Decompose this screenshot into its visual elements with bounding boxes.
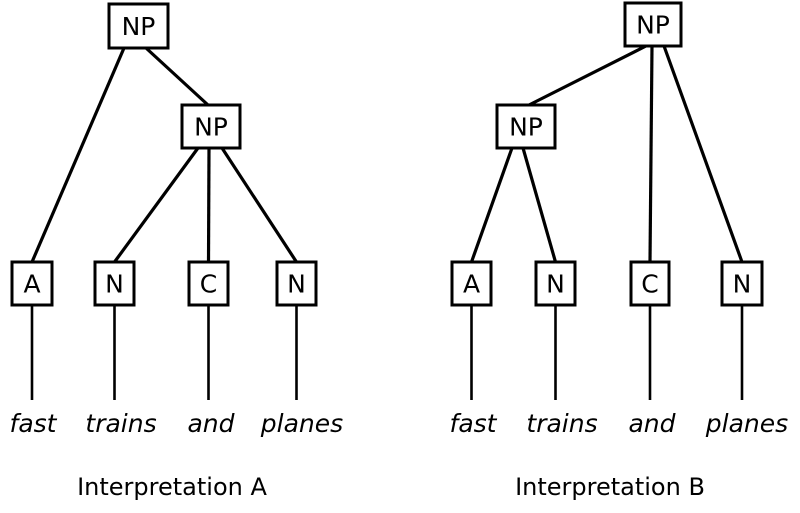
word-and-a: and (187, 409, 234, 438)
node-box (534, 260, 577, 307)
word-fast-a: fast (10, 409, 58, 438)
node-n-1-n[interactable]: N (534, 260, 577, 307)
node-label: N (733, 270, 752, 299)
node-box (623, 1, 683, 48)
node-n-2-n[interactable]: N (720, 260, 764, 307)
node-a-1-a[interactable]: A (10, 260, 54, 307)
node-label: C (641, 270, 658, 299)
word-and-b: and (628, 409, 675, 438)
tree-edges (30, 46, 298, 263)
leaf-stems (30, 305, 298, 400)
tree-nodes: NP NP A N C N (10, 2, 318, 307)
edge-np-root-to-np-inner (144, 46, 210, 107)
node-n-2-n[interactable]: N (275, 260, 318, 307)
node-np-root-np[interactable]: NP (107, 2, 170, 50)
node-box (10, 260, 54, 307)
edge-np-inner-to-n-2 (220, 147, 298, 263)
node-np-inner-np[interactable]: NP (180, 103, 242, 150)
node-n-1-n[interactable]: N (93, 260, 136, 307)
edge-np-inner-to-a-1 (469, 147, 514, 263)
node-label: A (463, 270, 480, 299)
node-label: A (23, 270, 40, 299)
word-labels: fast trains and planes (10, 409, 344, 438)
word-trains-a: trains (85, 409, 156, 438)
node-label: C (200, 270, 217, 299)
node-np-root-np[interactable]: NP (623, 1, 683, 48)
node-label: NP (122, 12, 156, 41)
node-label: NP (636, 11, 670, 40)
edge-np-inner-to-c-1 (206, 147, 211, 263)
word-planes-a: planes (260, 409, 343, 438)
tree-edges (469, 44, 744, 263)
node-box (187, 260, 230, 307)
node-label: N (105, 270, 124, 299)
node-box (495, 103, 557, 150)
node-c-1-c[interactable]: C (629, 260, 671, 307)
node-box (450, 260, 493, 307)
caption-interpretation-a: Interpretation A (77, 473, 267, 501)
edge-np-inner-to-n-1 (521, 147, 558, 263)
node-box (629, 260, 671, 307)
node-label: N (546, 270, 565, 299)
word-fast-b: fast (450, 409, 498, 438)
caption-interpretation-b: Interpretation B (515, 473, 705, 501)
word-labels: fast trains and planes (450, 409, 789, 438)
edge-np-root-to-n-2 (662, 45, 744, 263)
node-np-inner-np[interactable]: NP (495, 103, 557, 150)
edge-np-root-to-c-1 (648, 45, 654, 263)
node-box (180, 103, 242, 150)
node-box (93, 260, 136, 307)
leaf-stems (470, 305, 744, 400)
node-box (275, 260, 318, 307)
edge-np-root-to-np-inner (528, 44, 647, 107)
tree-nodes: NP NP A N C N (450, 1, 764, 307)
edge-np-root-to-a-1 (30, 47, 126, 263)
node-label: NP (509, 113, 543, 142)
word-trains-b: trains (526, 409, 597, 438)
node-box (107, 2, 170, 50)
node-c-1-c[interactable]: C (187, 260, 230, 307)
word-planes-b: planes (705, 409, 788, 438)
edge-np-inner-to-n-1 (113, 147, 200, 263)
node-box (720, 260, 764, 307)
node-a-1-a[interactable]: A (450, 260, 493, 307)
node-label: NP (194, 113, 228, 142)
node-label: N (287, 270, 306, 299)
